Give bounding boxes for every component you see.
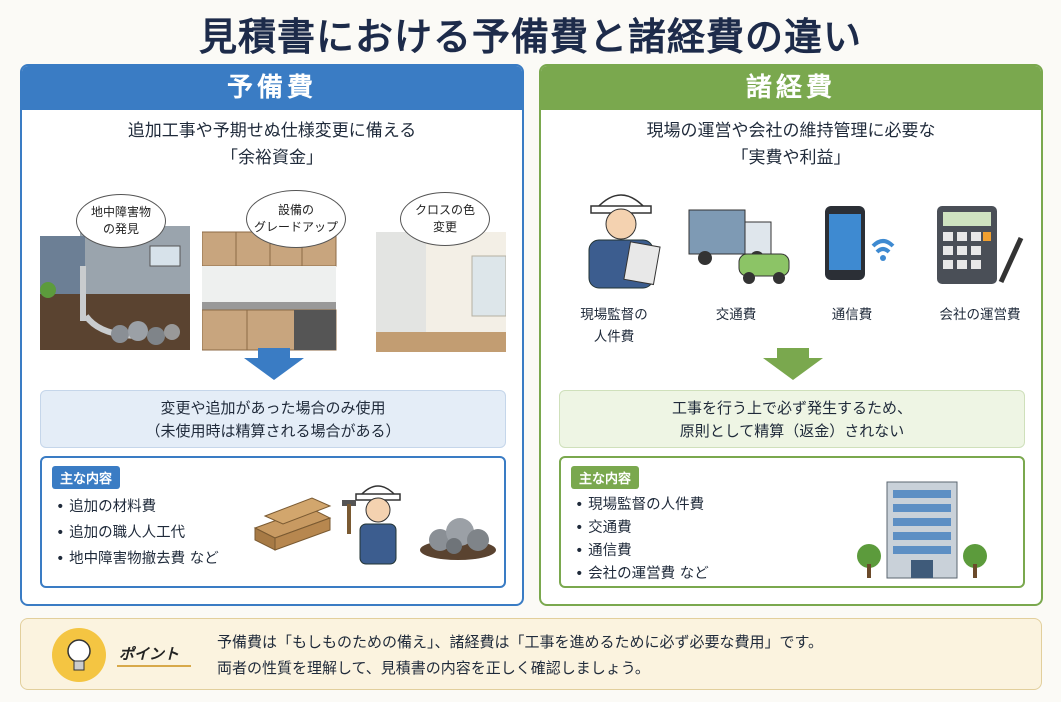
lightbulb-icon [52, 628, 106, 682]
list-item: 追加の職人人工代 [56, 520, 219, 546]
subtitle-line: 現場の運営や会社の維持管理に必要な [646, 121, 936, 141]
overhead-note: 工事を行う上で必ず発生するため、 原則として精算（返金）されない [559, 390, 1025, 448]
reserve-fund-note: 変更や追加があった場合のみ使用 （未使用時は精算される場合がある） [40, 390, 506, 448]
note-line: 変更や追加があった場合のみ使用 [160, 399, 386, 417]
reserve-fund-panel: 予備費 追加工事や予期せぬ仕様変更に備える 「余裕資金」 地中障害物 の発見 [20, 64, 524, 606]
communication-caption: 通信費 [831, 307, 873, 323]
down-arrow-icon [244, 358, 304, 380]
note-line: 工事を行う上で必ず発生するため、 [671, 399, 912, 417]
list-item: 地中障害物撤去費 など [56, 546, 219, 572]
subtitle-line: 「実費や利益」 [731, 148, 851, 168]
reserve-fund-header: 予備費 [22, 66, 522, 110]
rubble-pile-icon [420, 518, 496, 560]
page-title: 見積書における予備費と諸経費の違い [198, 15, 862, 59]
wallpaper-room-illustration [376, 232, 506, 352]
worker-with-hammer-icon [342, 485, 401, 565]
point-text: 予備費は「もしものための備え」、諸経費は「工事を進めるために必ず必要な費用」です… [217, 629, 823, 681]
overhead-panel: 諸経費 現場の運営や会社の維持管理に必要な 「実費や利益」 現場監督の 人件費 … [539, 64, 1043, 606]
overhead-subtitle: 現場の運営や会社の維持管理に必要な 「実費や利益」 [541, 118, 1041, 172]
bubble-wallpaper: クロスの色 変更 [400, 192, 490, 246]
operation-caption: 会社の運営費 [939, 307, 1021, 323]
reserve-fund-contents: 主な内容 追加の材料費 追加の職人人工代 地中障害物撤去費 など [40, 456, 506, 588]
overhead-list: 現場監督の人件費 交通費 通信費 会社の運営費 など [575, 494, 709, 586]
office-building-icon [857, 481, 987, 579]
list-item: 通信費 [575, 540, 709, 563]
caption-line: 現場監督の [580, 307, 648, 323]
point-banner: ポイント 予備費は「もしものための備え」、諸経費は「工事を進めるために必ず必要な… [20, 618, 1042, 690]
down-arrow-stem [777, 348, 809, 360]
down-arrow-stem [258, 348, 290, 360]
transport-caption: 交通費 [715, 307, 757, 323]
contents-tag: 主な内容 [52, 466, 121, 489]
caption-line: 人件費 [593, 329, 635, 345]
reserve-illustrations: 地中障害物 の発見 設備の グレードアップ クロスの色 変更 [40, 186, 506, 356]
point-line: 両者の性質を理解して、見積書の内容を正しく確認しましょう。 [217, 659, 650, 677]
smartphone-icon [825, 206, 895, 280]
bubble-upgrade: 設備の グレードアップ [246, 190, 346, 248]
list-item: 会社の運営費 など [575, 563, 709, 586]
supervisor-caption: 現場監督の 人件費 [559, 304, 669, 348]
subtitle-line: 「余裕資金」 [221, 148, 323, 168]
supervisor-icon [588, 194, 661, 289]
overhead-contents: 主な内容 現場監督の人件費 交通費 通信費 会社の運営費 など [559, 456, 1025, 588]
contents-tag: 主な内容 [571, 466, 640, 489]
list-item: 現場監督の人件費 [575, 494, 709, 517]
note-line: （未使用時は精算される場合がある） [145, 422, 401, 440]
down-arrow-icon [763, 358, 823, 380]
point-label: ポイント [119, 645, 180, 663]
list-item: 交通費 [575, 517, 709, 540]
reserve-fund-list: 追加の材料費 追加の職人人工代 地中障害物撤去費 など [56, 494, 219, 572]
subtitle-line: 追加工事や予期せぬ仕様変更に備える [127, 121, 417, 141]
overhead-header: 諸経費 [541, 66, 1041, 110]
bubble-underground: 地中障害物 の発見 [76, 194, 166, 248]
point-line: 予備費は「もしものための備え」、諸経費は「工事を進めるために必ず必要な費用」です… [217, 633, 824, 651]
note-line: 原則として精算（返金）されない [679, 422, 905, 440]
lumber-icon [253, 497, 332, 551]
list-item: 追加の材料費 [56, 494, 219, 520]
reserve-fund-subtitle: 追加工事や予期せぬ仕様変更に備える 「余裕資金」 [22, 118, 522, 172]
point-underline [117, 665, 191, 667]
calculator-icon [937, 206, 1024, 284]
truck-icon [688, 209, 790, 284]
